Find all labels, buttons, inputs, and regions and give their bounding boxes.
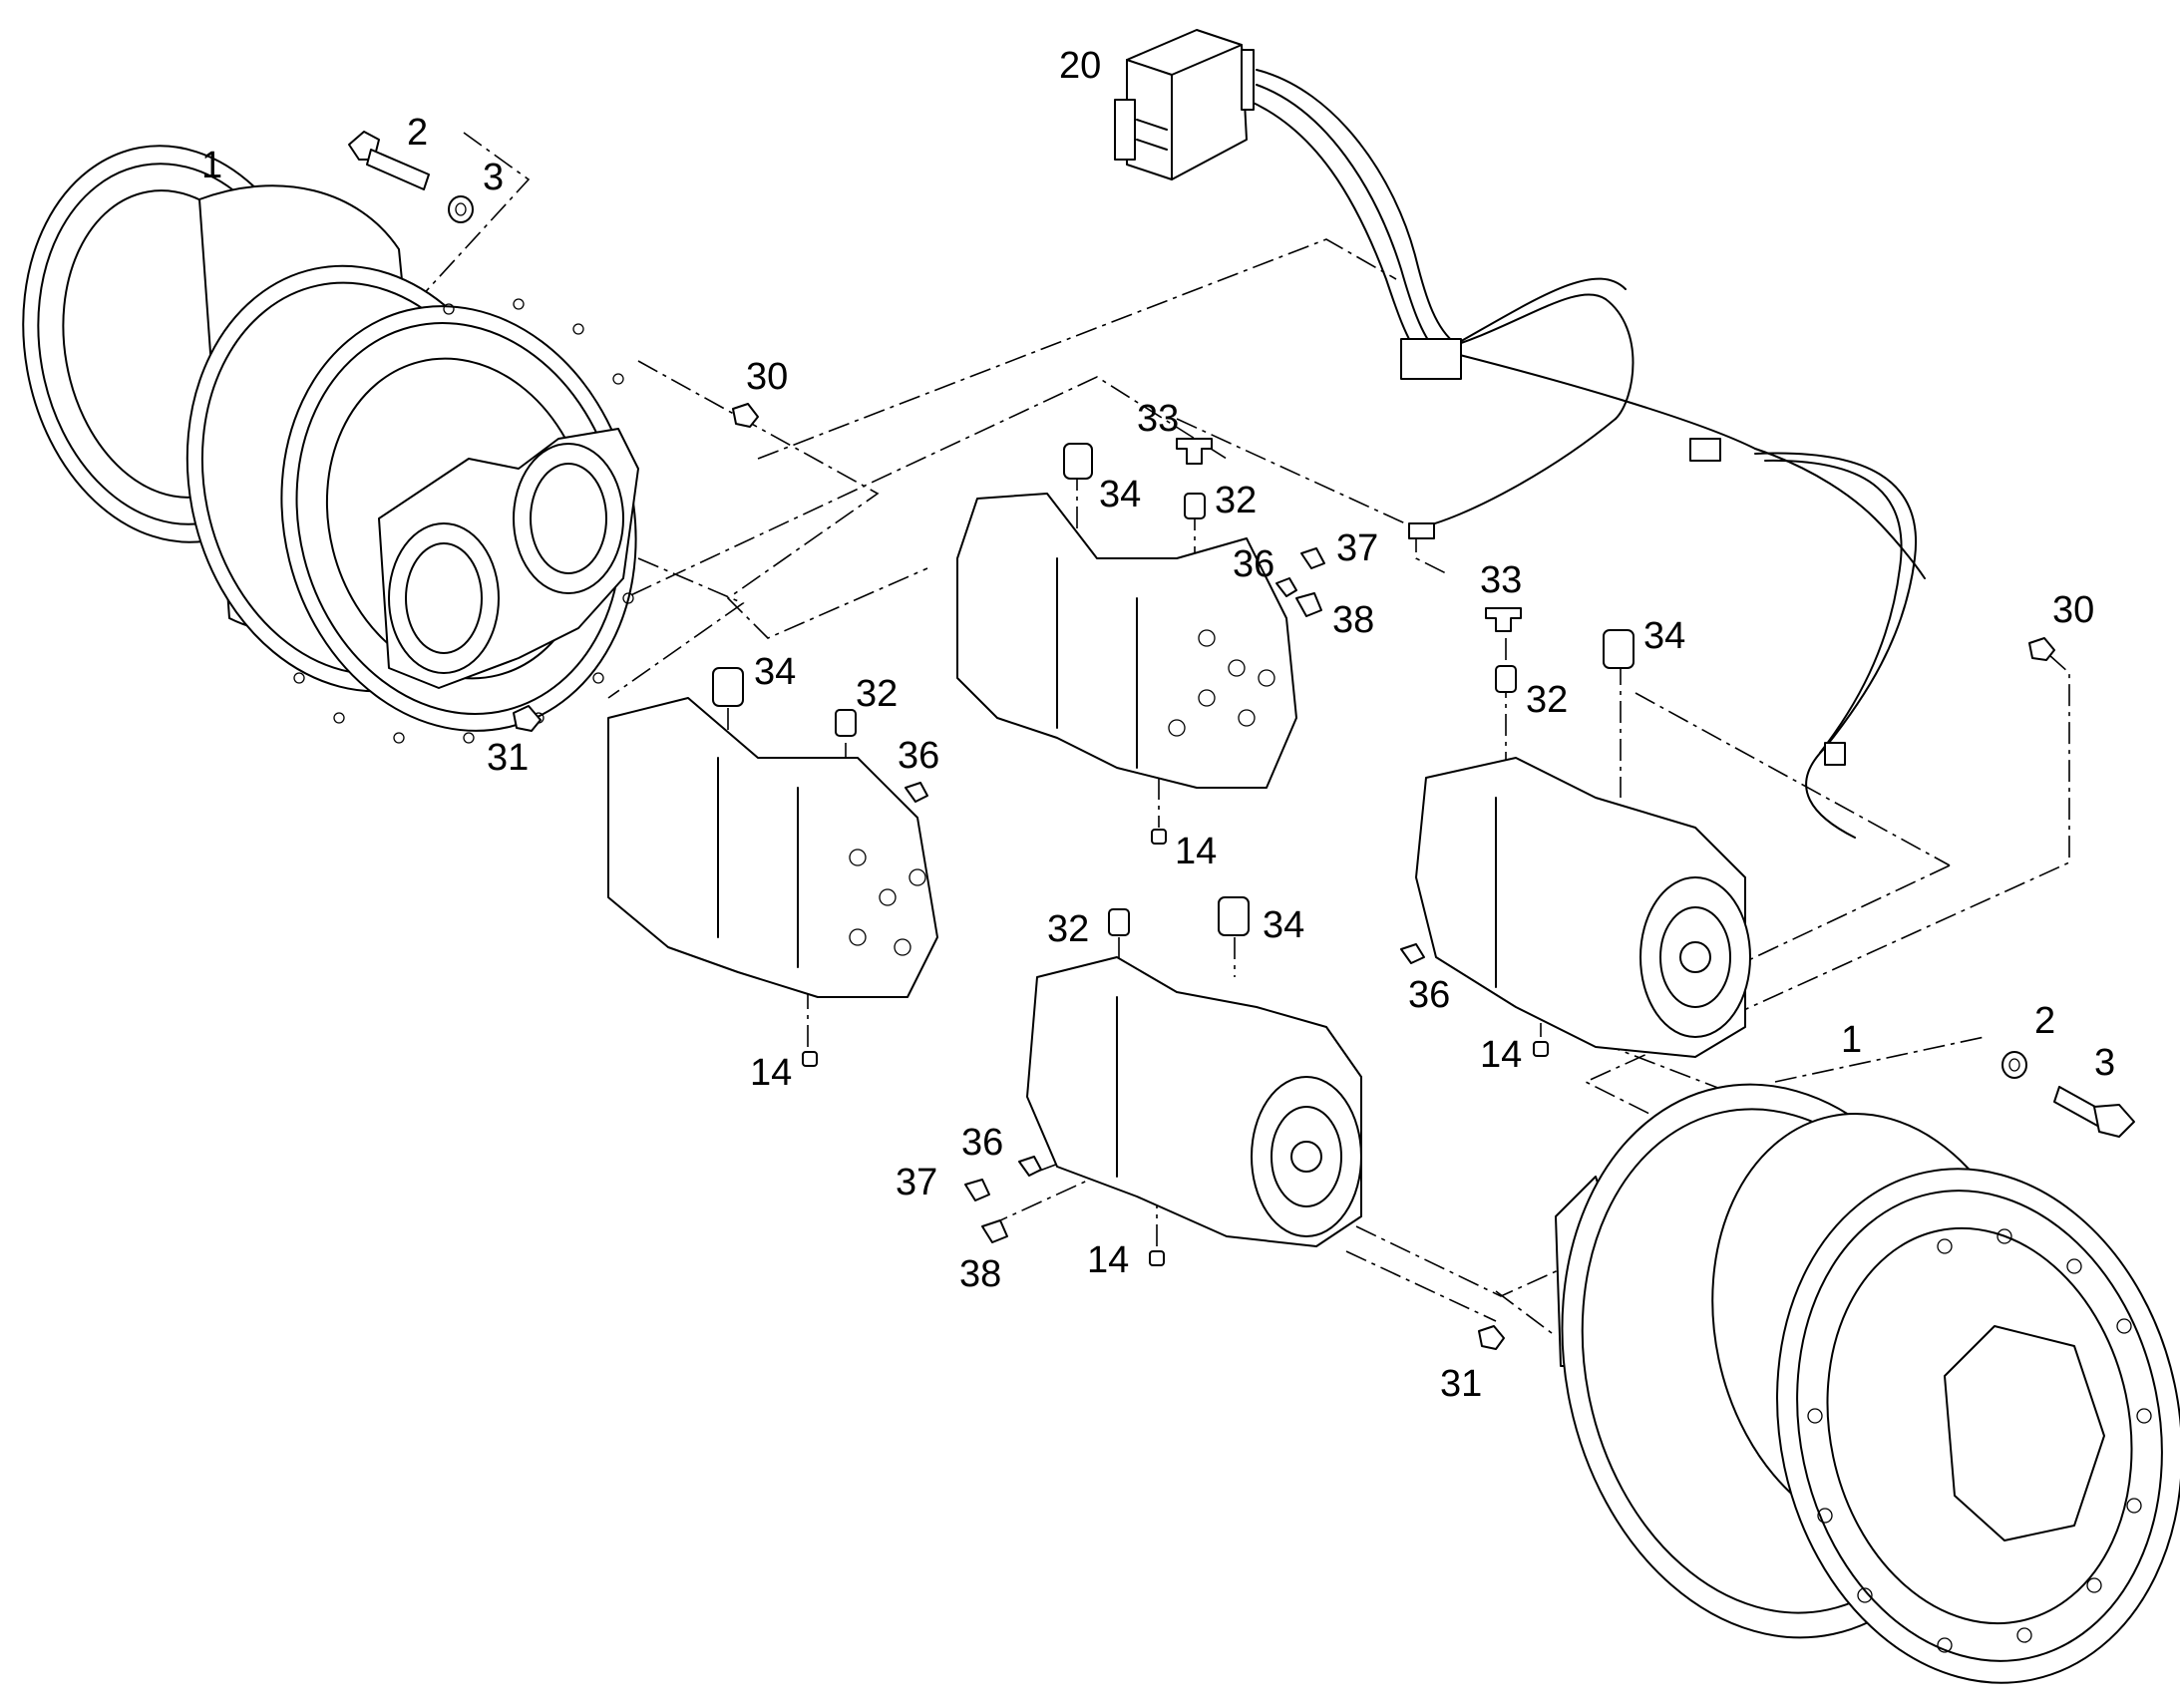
pump-bottom-center <box>1026 956 1362 1247</box>
callout-14-top: 14 <box>1175 831 1217 872</box>
callout-32-top: 32 <box>1215 480 1257 521</box>
harness-plug-right <box>1824 742 1846 766</box>
callout-3-right: 3 <box>2094 1042 2115 1084</box>
callout-38-bottom: 38 <box>959 1253 1001 1295</box>
washer-right <box>2001 1051 2027 1079</box>
callout-36-right: 36 <box>1408 974 1450 1016</box>
callout-3-left: 3 <box>483 157 504 198</box>
callout-34-left: 34 <box>754 651 796 693</box>
callout-34-right: 34 <box>1643 615 1685 657</box>
callout-38-top: 38 <box>1332 599 1374 641</box>
callout-34-top: 34 <box>1099 474 1141 515</box>
callout-32-bottom: 32 <box>1047 908 1089 950</box>
control-unit <box>1114 29 1255 180</box>
callout-2-left: 2 <box>407 112 428 154</box>
callout-1-left: 1 <box>201 145 222 186</box>
callout-34-bottom: 34 <box>1263 904 1304 946</box>
final-drive-left <box>22 145 639 744</box>
bolt-right <box>2053 1086 2135 1138</box>
pump-top-center <box>956 493 1297 789</box>
callout-14-left: 14 <box>750 1052 792 1094</box>
callout-36-top: 36 <box>1233 543 1274 585</box>
callout-14-bottom: 14 <box>1087 1239 1129 1281</box>
callout-37-bottom: 37 <box>896 1162 937 1203</box>
bolt-left <box>348 131 430 190</box>
callout-31-right: 31 <box>1440 1363 1482 1405</box>
callout-2-right: 2 <box>2034 1000 2055 1042</box>
harness-plug-left <box>1408 522 1435 539</box>
callouts: 20 1 2 3 30 31 33 34 32 36 37 38 14 34 3… <box>201 45 2115 1405</box>
harness-connector <box>1689 438 1721 462</box>
callout-1-right: 1 <box>1841 1019 1862 1061</box>
final-drive-right <box>1555 1083 2180 1684</box>
callout-32-right: 32 <box>1526 679 1568 721</box>
callout-37-top: 37 <box>1336 527 1378 569</box>
pump-middle-right <box>1415 757 1751 1058</box>
callout-33-top: 33 <box>1137 398 1179 440</box>
callout-20: 20 <box>1059 45 1101 87</box>
wire-harness <box>1246 69 1926 839</box>
callout-31-left: 31 <box>487 737 529 779</box>
callout-14-right: 14 <box>1480 1034 1522 1076</box>
callout-32-left: 32 <box>856 673 898 715</box>
fittings <box>513 403 2055 1350</box>
callout-33-right: 33 <box>1480 559 1522 601</box>
harness-junction-block <box>1400 338 1462 380</box>
washer-left <box>448 195 474 223</box>
pump-middle-left <box>607 697 938 998</box>
callout-36-bottom: 36 <box>961 1122 1003 1164</box>
callout-30-right: 30 <box>2052 589 2094 631</box>
callout-30-left: 30 <box>746 356 788 398</box>
callout-36-left: 36 <box>898 735 939 777</box>
